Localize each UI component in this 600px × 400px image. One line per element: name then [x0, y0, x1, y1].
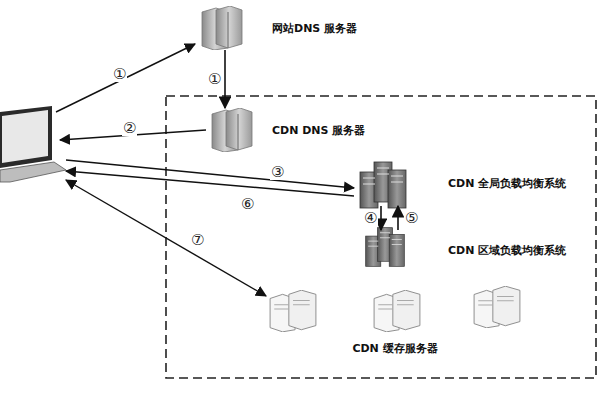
server-icon [212, 108, 252, 152]
flow-arrow [397, 206, 399, 230]
reply-arrow [66, 171, 354, 196]
node-label: CDN 区域负载均衡系统 [448, 243, 566, 258]
callout-number: ⑤ [404, 210, 419, 226]
callout-number: ③ [270, 164, 285, 180]
load-balancer: CDN 区域负载均衡系统 [362, 230, 570, 270]
callout-number: ① [112, 66, 127, 82]
callout-number: ⑥ [240, 196, 255, 212]
flow-arrow [224, 50, 226, 108]
node-label: CDN 缓存服务器 [352, 341, 437, 356]
cache-icon [474, 286, 520, 328]
node-label: CDN DNS 服务器 [272, 123, 365, 138]
dns-server: CDN DNS 服务器 [208, 108, 369, 152]
cache-icon [374, 290, 420, 332]
flow-arrow [380, 206, 382, 230]
callout-number: ⑦ [190, 232, 205, 248]
rack-icon [360, 162, 406, 208]
cache-group: CDN 缓存服务器 [262, 286, 528, 360]
dns-server: 网站DNS 服务器 [198, 6, 361, 50]
rack-icon [366, 228, 405, 267]
data-arrow [66, 180, 266, 296]
load-balancer: CDN 全局负载均衡系统 [358, 160, 570, 206]
callout-number: ① [207, 71, 222, 87]
cdn-region [166, 96, 596, 378]
request-arrow [56, 44, 195, 112]
server-icon [202, 6, 242, 50]
laptop [0, 106, 66, 182]
node-label: 网站DNS 服务器 [272, 21, 357, 36]
callout-number: ④ [363, 210, 378, 226]
callout-number: ② [122, 120, 137, 136]
cache-icon [270, 290, 316, 332]
node-label: CDN 全局负载均衡系统 [448, 176, 566, 191]
